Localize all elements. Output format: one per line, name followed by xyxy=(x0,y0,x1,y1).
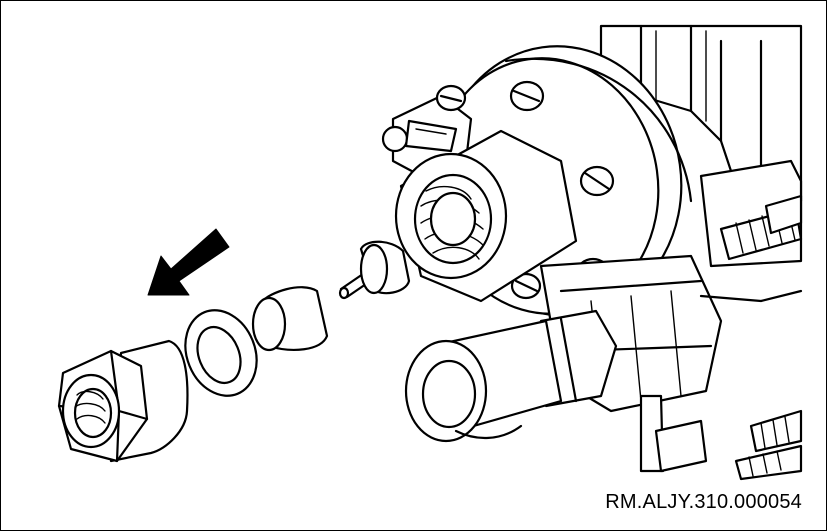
flange-screw-5 xyxy=(510,272,542,300)
valve-body-assembly xyxy=(381,24,803,481)
lower-valve-body xyxy=(404,254,723,443)
flange-screw-2 xyxy=(509,80,545,112)
flange-screw-1 xyxy=(435,84,467,112)
drawing-reference-code: RM.ALJY.310.000054 xyxy=(605,491,802,513)
stud-bolt-upper xyxy=(719,194,803,261)
hex-nut xyxy=(57,339,189,463)
removal-arrow-icon xyxy=(147,228,230,296)
upper-port-boss xyxy=(394,129,578,303)
conical-seal xyxy=(251,286,329,352)
pin-valve xyxy=(338,240,411,300)
lower-stem xyxy=(639,394,708,473)
stud-bolt-lower xyxy=(734,409,803,481)
flange-screw-3 xyxy=(579,165,615,197)
sealing-washer xyxy=(184,309,258,397)
